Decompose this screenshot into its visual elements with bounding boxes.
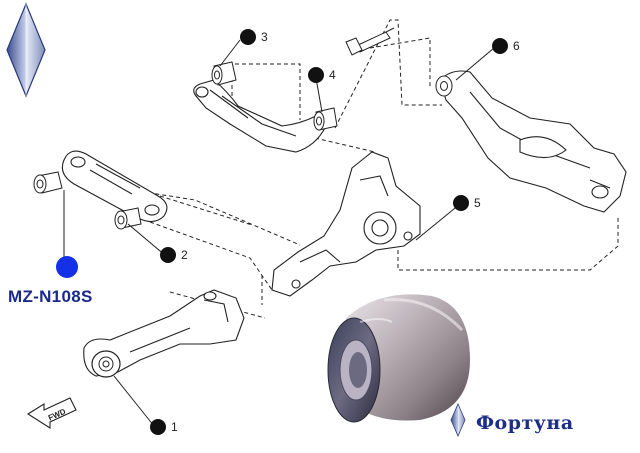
callout-leader-lines [63, 39, 495, 427]
svg-text:5: 5 [474, 196, 481, 210]
callout-6: 6 [492, 38, 520, 54]
steering-knuckle [271, 151, 421, 297]
link-bushing-upper [33, 171, 63, 194]
callout-1: 1 [150, 419, 178, 435]
callout-4: 4 [308, 67, 336, 83]
svg-text:1: 1 [171, 420, 178, 434]
lower-control-arm [439, 70, 627, 213]
link-bushing-lower [114, 207, 142, 230]
brand-diamond-icon [450, 403, 466, 437]
selected-part-marker [56, 256, 78, 278]
part-code-label: MZ-N108S [8, 287, 93, 306]
upper-arm-bushing-4 [313, 107, 338, 131]
diamond-logo-icon [6, 2, 46, 98]
svg-text:6: 6 [513, 39, 520, 53]
brand-name: Фортуна [476, 412, 574, 434]
svg-text:2: 2 [181, 248, 188, 262]
trailing-arm [83, 289, 245, 377]
trailing-arm-bushing [91, 350, 121, 378]
bolt [345, 27, 395, 56]
callout-5: 5 [453, 195, 481, 211]
assembly-dashed-lines [99, 19, 619, 319]
callout-3: 3 [240, 29, 268, 45]
fwd-arrow-icon: FWD [26, 397, 77, 430]
bushing-product-image [327, 294, 470, 423]
svg-text:3: 3 [261, 30, 268, 44]
upper-control-arm [193, 79, 327, 153]
upper-arm-bushing-3 [211, 61, 237, 86]
link-arm [61, 150, 168, 223]
lower-arm-bushing-6 [435, 75, 453, 97]
svg-text:4: 4 [329, 68, 336, 82]
callout-2: 2 [160, 247, 188, 263]
